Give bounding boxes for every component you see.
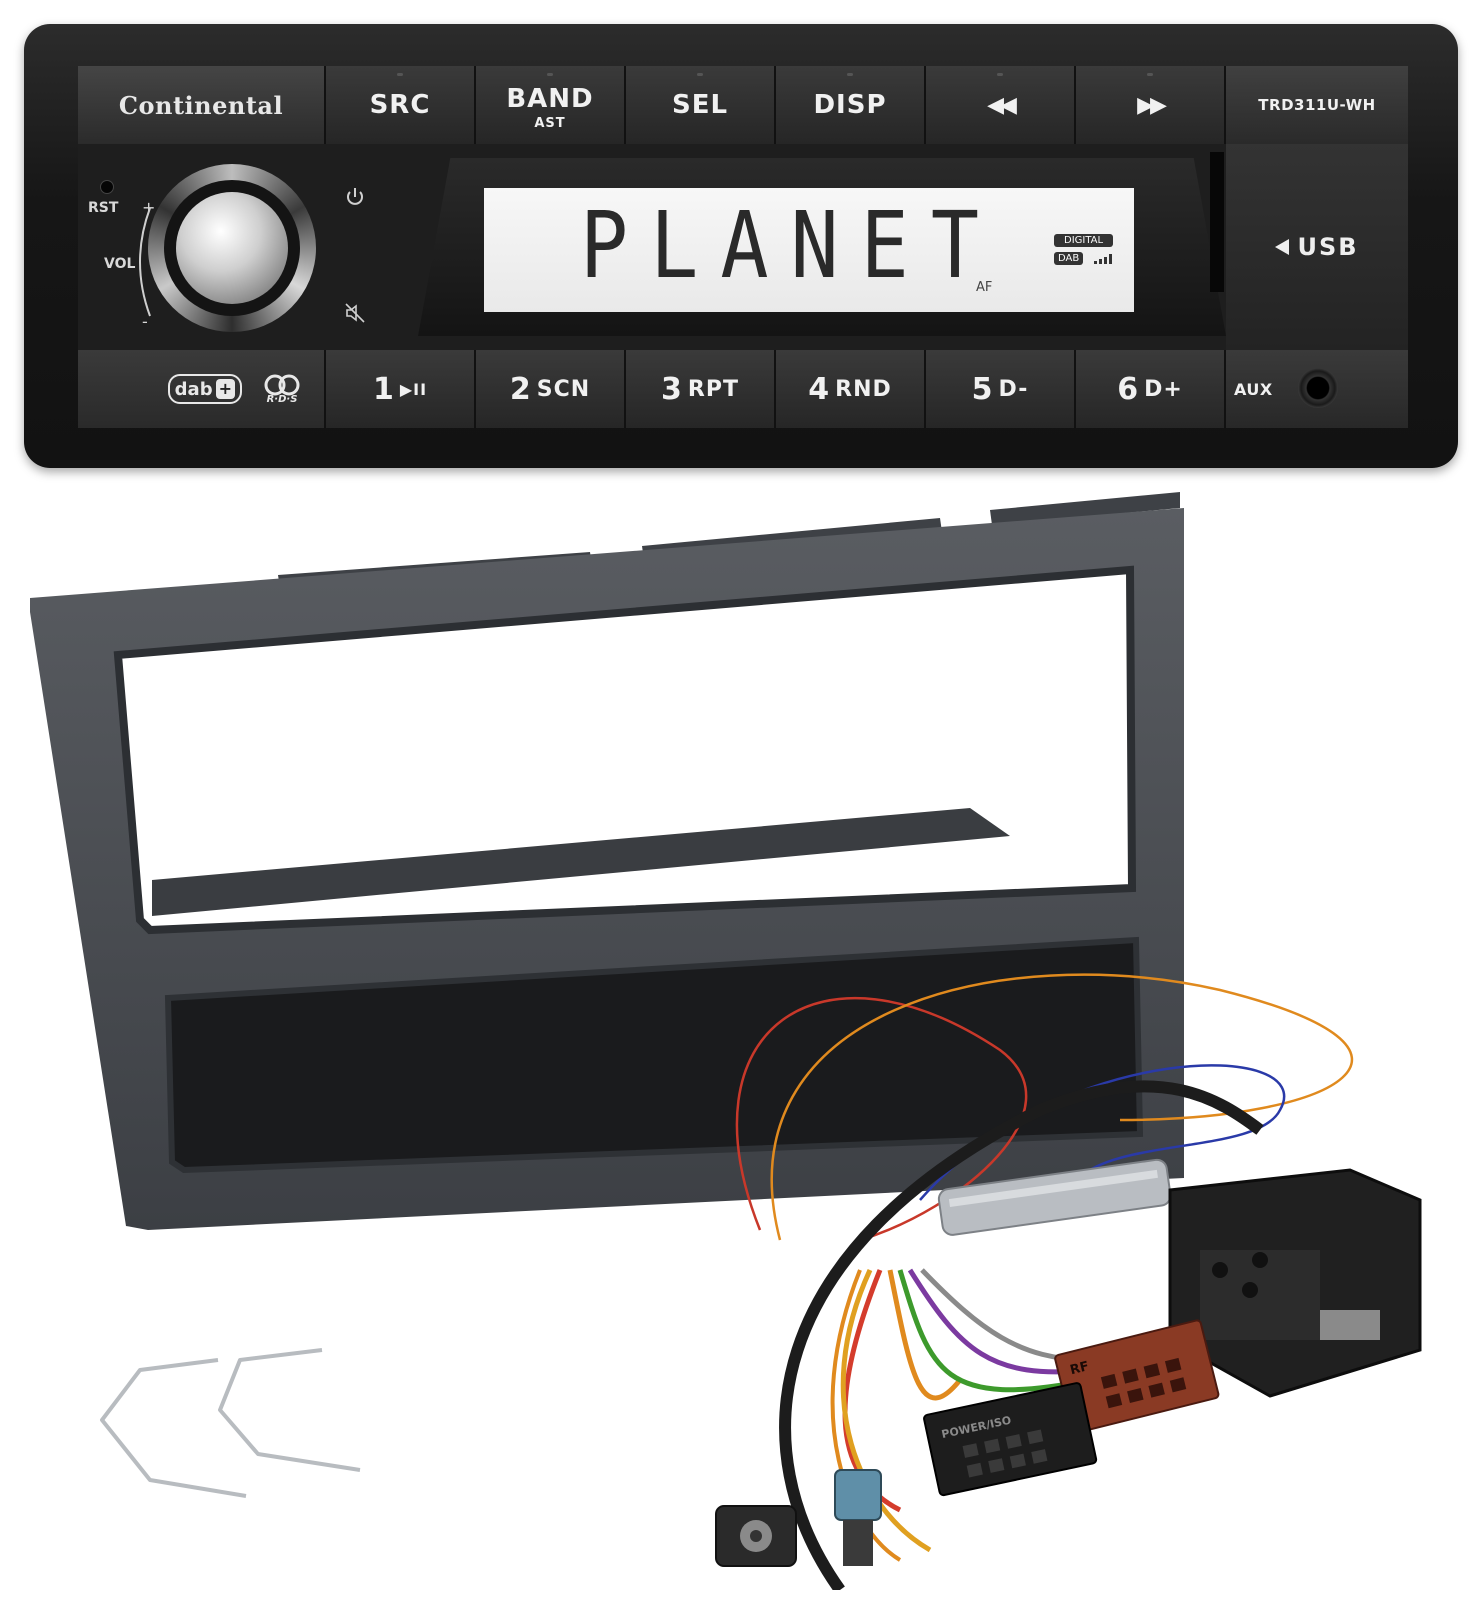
band-label: BAND — [506, 84, 594, 114]
play-pause-icon: ▶II — [399, 379, 428, 399]
ast-label: AST — [534, 116, 566, 131]
iso-power-connector: POWER/ISO — [923, 1382, 1098, 1497]
preset-4-button[interactable]: 4 RND — [776, 350, 926, 428]
sel-label: SEL — [671, 90, 729, 120]
preset-3-button[interactable]: 3 RPT — [626, 350, 776, 428]
mounting-frame — [30, 492, 1184, 1230]
station-name: PLANET — [580, 192, 1001, 299]
model-label: TRD311U-WH — [1226, 66, 1408, 144]
radio-faceplate: Continental SRC BAND AST SEL DISP — [78, 66, 1408, 428]
din-antenna-plug — [715, 1505, 797, 1567]
seek-back-button[interactable]: ◀◀ — [926, 66, 1076, 144]
volume-plus-label: + — [142, 198, 156, 217]
preset-button-row: dab + R·D·S 1 ▶II 2 — [78, 350, 1408, 428]
volume-knob[interactable] — [148, 164, 316, 332]
removal-tool-left — [100, 1358, 247, 1498]
sel-button[interactable]: SEL — [626, 66, 776, 144]
removal-tool-right — [218, 1348, 361, 1472]
signal-strength-icon — [1094, 254, 1112, 264]
removal-tools — [100, 1348, 361, 1498]
antenna-cable — [779, 1080, 1264, 1590]
aux-label: AUX — [1234, 379, 1273, 399]
fakra-antenna-plug — [834, 1469, 882, 1566]
reset-button[interactable] — [100, 180, 114, 194]
preset-5-button[interactable]: 5 D- — [926, 350, 1076, 428]
frame-shelf — [152, 808, 1010, 916]
digital-indicator: DIGITAL — [1054, 234, 1114, 247]
iso-speaker-connector: RF — [1054, 1319, 1220, 1434]
knob-cap — [176, 192, 288, 304]
rds-icon — [264, 374, 300, 395]
usb-label: USB — [1297, 233, 1359, 261]
src-label: SRC — [369, 90, 431, 120]
src-button[interactable]: SRC — [326, 66, 476, 144]
volume-label: VOL — [104, 256, 136, 272]
lcd-display: PLANET AF DIGITAL DAB — [484, 188, 1134, 312]
preset-6-button[interactable]: 6 D+ — [1076, 350, 1226, 428]
model-number: TRD311U-WH — [1258, 96, 1376, 114]
top-button-row: Continental SRC BAND AST SEL DISP — [78, 66, 1408, 144]
preset-2-button[interactable]: 2 SCN — [476, 350, 626, 428]
power-icon — [347, 188, 363, 205]
brand-logo: Continental — [78, 66, 326, 144]
fast-forward-icon: ▶▶ — [1137, 92, 1167, 118]
red-wire — [735, 997, 1028, 1242]
af-indicator: AF — [976, 280, 993, 295]
rewind-icon: ◀◀ — [987, 92, 1017, 118]
speaker-labels: RF — [1069, 1359, 1091, 1378]
orange-wire — [770, 973, 1354, 1241]
preset-1-button[interactable]: 1 ▶II — [326, 350, 476, 428]
dab-plus-logo: dab + — [167, 374, 242, 404]
feature-badges: dab + R·D·S — [78, 350, 326, 428]
volume-knob-area: RST VOL + - — [78, 144, 418, 350]
storage-pocket — [164, 936, 1144, 1174]
usb-port[interactable] — [1210, 152, 1224, 292]
usb-button[interactable]: USB — [1226, 144, 1408, 350]
car-radio: Continental SRC BAND AST SEL DISP — [24, 24, 1458, 468]
triangle-left-icon — [1275, 239, 1290, 255]
volume-arc-icon — [139, 207, 151, 317]
reset-label: RST — [88, 200, 119, 216]
brand-name: Continental — [118, 90, 284, 120]
iso-wiring-harness: RF POWER/ISO — [715, 973, 1422, 1590]
seek-forward-button[interactable]: ▶▶ — [1076, 66, 1226, 144]
disp-button[interactable]: DISP — [776, 66, 926, 144]
aux-jack[interactable] — [1298, 368, 1338, 408]
radio-middle-section: RST VOL + - — [78, 144, 1408, 350]
antenna-filter — [937, 1158, 1172, 1236]
dab-indicator: DAB — [1054, 252, 1084, 265]
aux-input: AUX — [1226, 350, 1408, 428]
mute-icon — [345, 303, 365, 323]
quadlock-connector — [1168, 1168, 1422, 1398]
disp-label: DISP — [813, 90, 887, 120]
rds-logo: R·D·S — [262, 374, 302, 405]
volume-minus-label: - — [142, 312, 148, 331]
band-button[interactable]: BAND AST — [476, 66, 626, 144]
